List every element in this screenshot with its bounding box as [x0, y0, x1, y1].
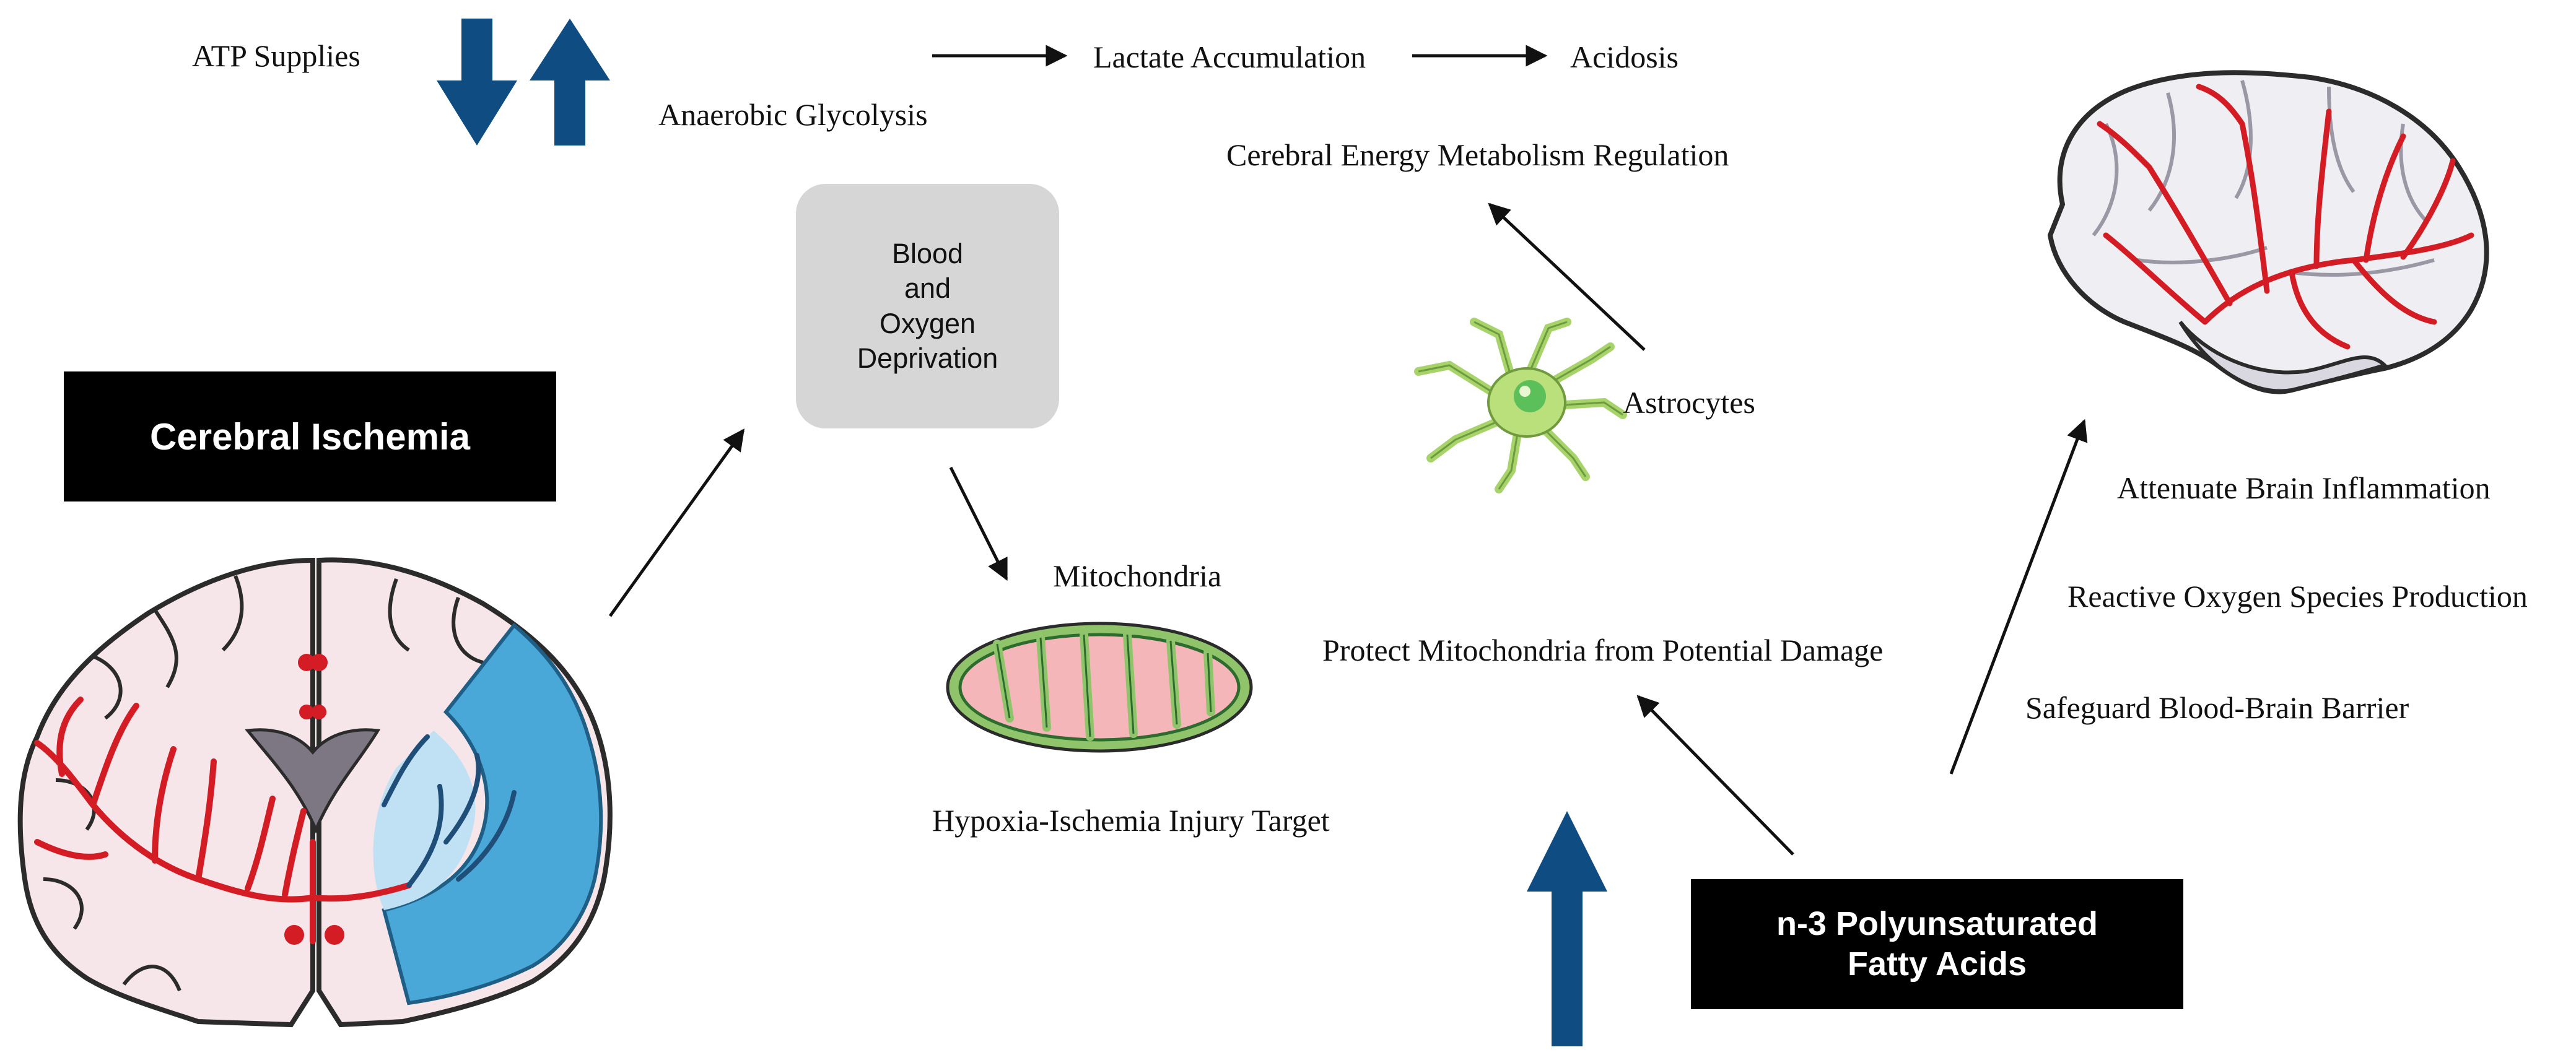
pufa-line-2: Fatty Acids	[1847, 945, 2027, 983]
attenuate-inflammation-label: Attenuate Brain Inflammation	[2117, 471, 2491, 505]
deprivation-line-3: Oxygen	[879, 307, 976, 339]
arrow-ischemia-to-deprivation	[608, 428, 745, 617]
cerebral-ischemia-label: Cerebral Ischemia	[150, 415, 470, 458]
blood-oxygen-deprivation-box: Blood and Oxygen Deprivation	[796, 184, 1059, 428]
safeguard-bbb-label: Safeguard Blood-Brain Barrier	[2025, 690, 2409, 725]
astrocytes-label: Astrocytes	[1623, 385, 1755, 420]
injury-target-label: Hypoxia-Ischemia Injury Target	[932, 803, 1330, 838]
atp-supplies-label: ATP Supplies	[192, 38, 360, 73]
deprivation-line-2: and	[904, 272, 951, 305]
protect-mitochondria-label: Protect Mitochondria from Potential Dama…	[1322, 633, 1884, 667]
down-arrow	[437, 19, 517, 145]
arrow-astrocytes-to-regulation	[1488, 202, 1646, 351]
up-arrow	[1527, 811, 1607, 1046]
arrow-deprivation-to-mitochondria	[949, 466, 1008, 581]
arrow-pufa-to-brain	[1949, 419, 2088, 775]
pufa-line-1: n-3 Polyunsaturated	[1776, 905, 2098, 943]
mitochondria-label: Mitochondria	[1053, 558, 1222, 593]
lactate-accumulation-label: Lactate Accumulation	[1093, 40, 1366, 74]
deprivation-line-1: Blood	[891, 238, 964, 269]
acidosis-label: Acidosis	[1570, 40, 1679, 74]
cerebral-ischemia-box: Cerebral Ischemia	[64, 371, 556, 501]
up-arrow	[530, 19, 610, 145]
n3-pufa-box: n-3 Polyunsaturated Fatty Acids	[1691, 879, 2183, 1009]
deprivation-line-4: Deprivation	[857, 342, 998, 374]
anaerobic-glycolysis-label: Anaerobic Glycolysis	[658, 97, 928, 132]
arrow-pufa-to-protect	[1636, 695, 1794, 856]
energy-regulation-label: Cerebral Energy Metabolism Regulation	[1226, 137, 1729, 172]
ros-production-label: Reactive Oxygen Species Production	[2067, 579, 2528, 614]
